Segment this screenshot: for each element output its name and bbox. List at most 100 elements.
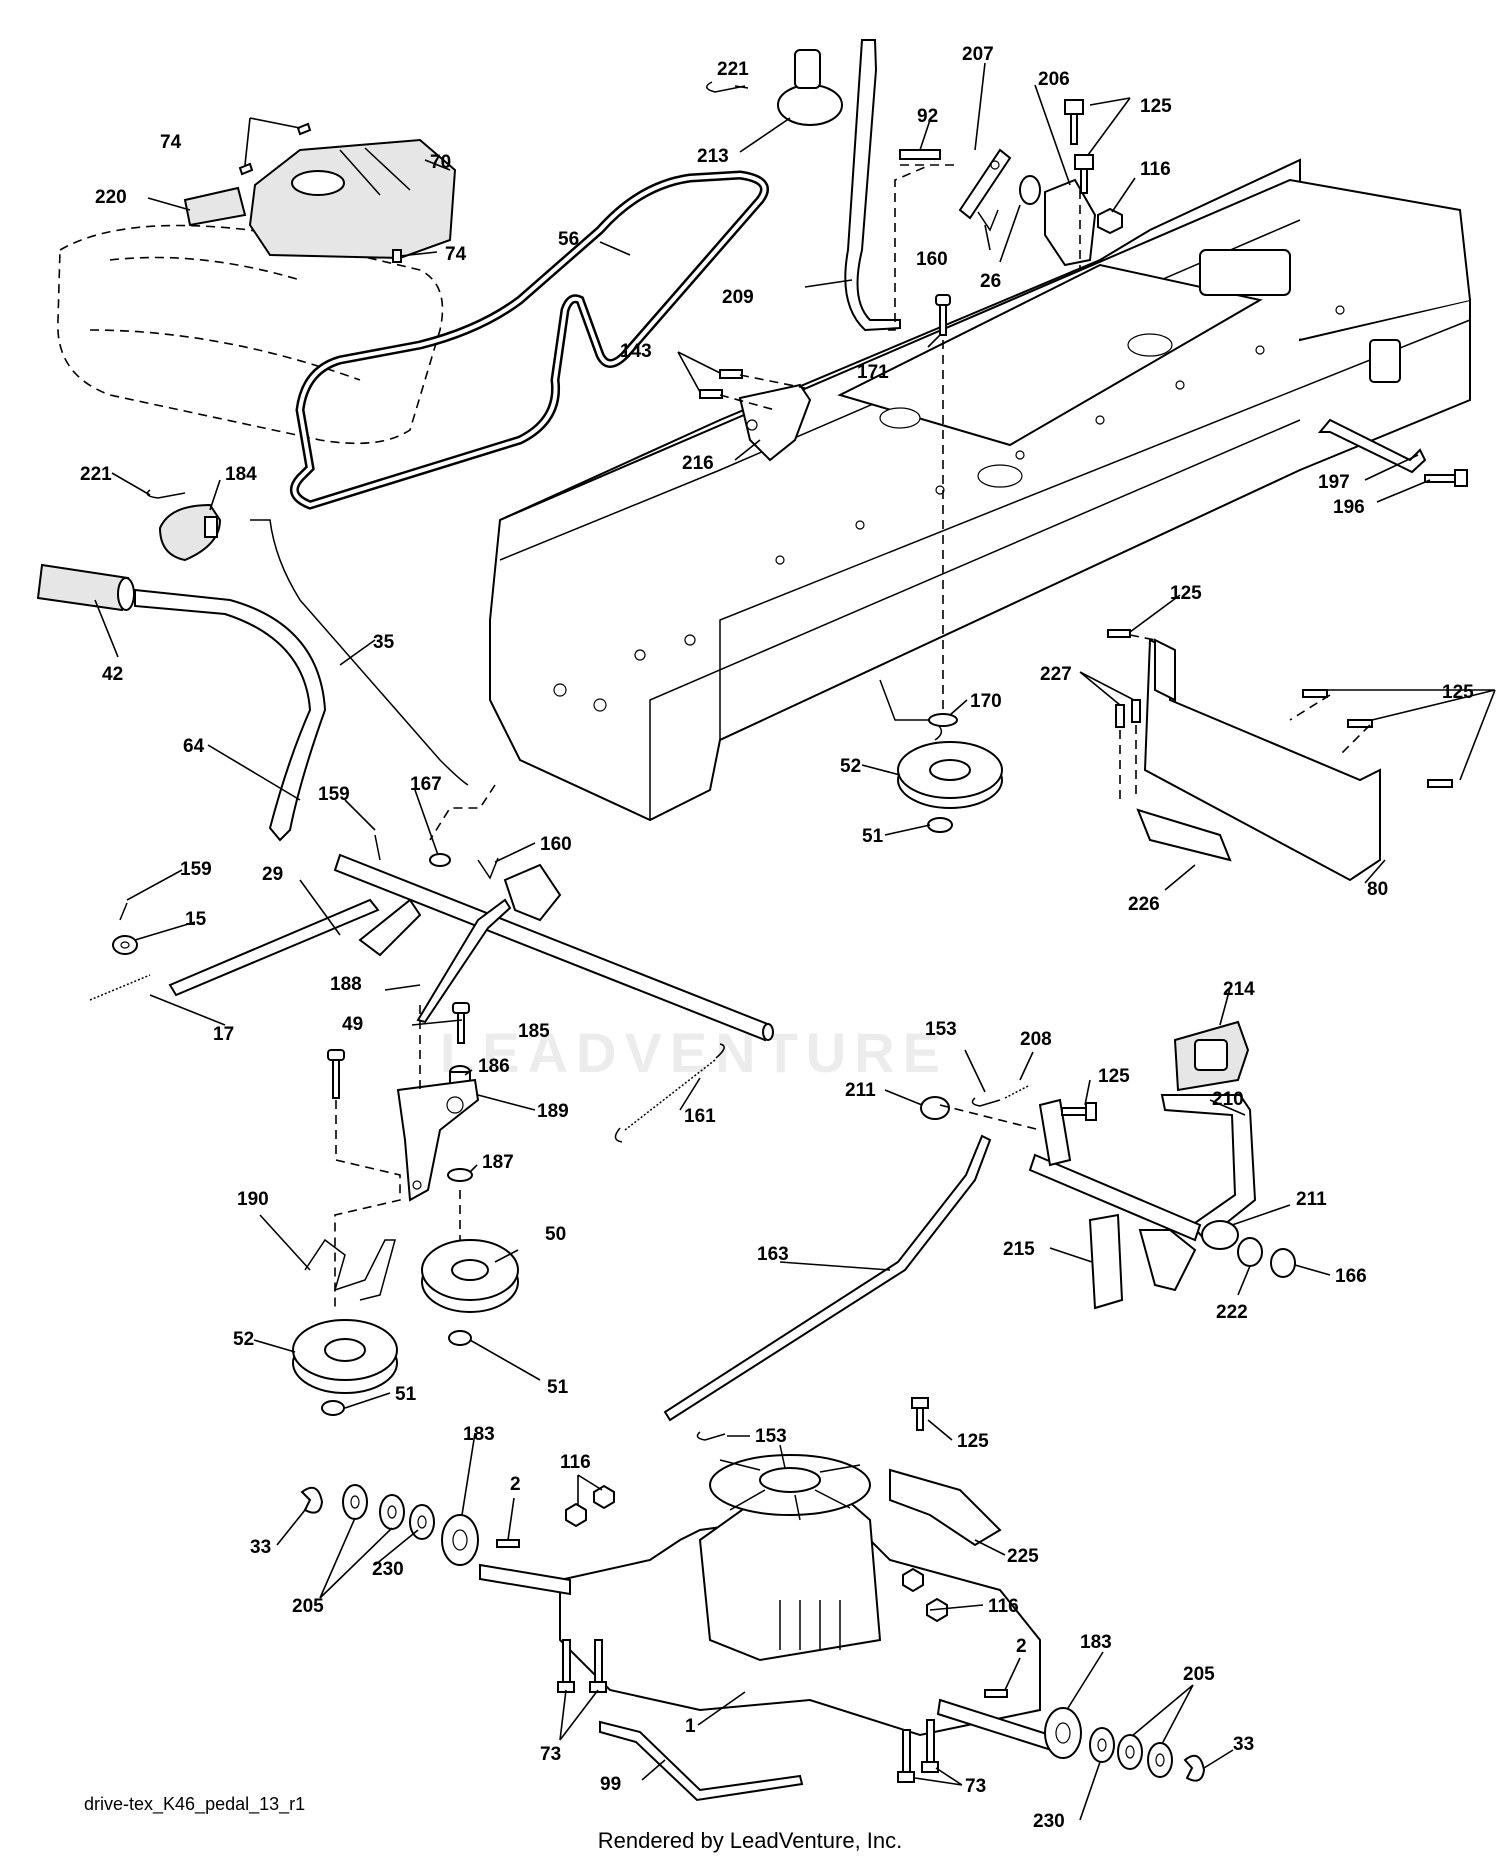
callout-214: 214 [1223, 979, 1255, 1000]
callout-159: 159 [180, 859, 212, 880]
nuts-116-left [565, 1484, 615, 1528]
callout-220: 220 [95, 187, 127, 208]
callout-33: 33 [1233, 1734, 1254, 1755]
callout-116: 116 [988, 1596, 1019, 1617]
main-frame [489, 158, 1471, 822]
nut-51-top [927, 817, 953, 833]
callout-92: 92 [917, 106, 938, 127]
idler-spring-170 [879, 679, 943, 741]
lift-rod-209 [844, 39, 901, 332]
bypass-rod-99 [599, 1720, 804, 1802]
bolts-125-shield [1107, 629, 1453, 788]
hairpin-153-lower [696, 1431, 726, 1441]
callout-197: 197 [1318, 472, 1350, 493]
seat-outline [57, 224, 444, 445]
callout-99: 99 [600, 1774, 621, 1795]
shift-lever-64 [134, 588, 327, 842]
callout-183: 183 [463, 1424, 495, 1445]
callout-167: 167 [410, 774, 442, 795]
callout-2: 2 [510, 1474, 521, 1495]
hairpin-153-top [971, 1097, 1001, 1107]
screws-143 [699, 369, 743, 399]
bracket-207 [958, 148, 1012, 220]
spring-17 [89, 974, 151, 1001]
callout-166: 166 [1335, 1266, 1367, 1287]
callout-226: 226 [1128, 894, 1160, 915]
callout-221: 221 [717, 59, 749, 80]
callout-33: 33 [250, 1537, 271, 1558]
callout-196: 196 [1333, 497, 1365, 518]
rod-29 [168, 898, 380, 997]
callout-73: 73 [965, 1776, 986, 1797]
callout-184: 184 [225, 464, 257, 485]
callout-64: 64 [183, 736, 205, 757]
callout-205: 205 [1183, 1664, 1215, 1685]
bolts-73-right [897, 1719, 939, 1783]
key-2-left [496, 1539, 520, 1548]
knob-213 [777, 49, 843, 126]
callout-125: 125 [1140, 96, 1172, 117]
callout-209: 209 [722, 287, 754, 308]
callout-171: 171 [857, 362, 889, 383]
callout-153: 153 [925, 1019, 957, 1040]
callout-70: 70 [430, 152, 451, 173]
callout-49: 49 [342, 1014, 363, 1035]
bracket-226 [1136, 808, 1232, 862]
callout-189: 189 [537, 1101, 569, 1122]
leadventure-watermark: LEADVENTURE [440, 1021, 949, 1084]
callout-51: 51 [547, 1377, 569, 1398]
bolt-125-transaxle [911, 1397, 929, 1431]
bearing-183-left [441, 1514, 479, 1566]
callout-125: 125 [1442, 682, 1474, 703]
cotter-160-shaft [477, 857, 499, 880]
bolt-125-pedal [1061, 1102, 1097, 1121]
washer-230-left [409, 1504, 435, 1540]
callout-125: 125 [1170, 583, 1202, 604]
callout-222: 222 [1216, 1302, 1248, 1323]
callout-80: 80 [1367, 879, 1388, 900]
spring-26 [1019, 175, 1041, 205]
callout-35: 35 [373, 632, 395, 653]
callout-51: 51 [862, 826, 884, 847]
callout-183: 183 [1080, 1632, 1112, 1653]
callout-163: 163 [757, 1244, 789, 1265]
callout-185: 185 [518, 1021, 550, 1042]
callout-160: 160 [540, 834, 572, 855]
callout-190: 190 [237, 1189, 269, 1210]
callout-17: 17 [213, 1024, 234, 1045]
bearing-183-right [1044, 1707, 1082, 1759]
callout-26: 26 [980, 271, 1001, 292]
hairpin-221-left [146, 489, 186, 499]
bolt-196 [1424, 469, 1468, 487]
callout-188: 188 [330, 974, 362, 995]
washer-187 [447, 1168, 473, 1182]
washer-15 [112, 935, 138, 955]
callout-186: 186 [478, 1056, 510, 1077]
callout-15: 15 [185, 909, 207, 930]
spring-208 [1004, 1084, 1031, 1099]
callout-227: 227 [1040, 664, 1072, 685]
washer-170 [928, 713, 958, 727]
spring-190 [304, 1238, 396, 1301]
bolt-185 [452, 1002, 470, 1044]
idler-arm-189 [396, 1078, 480, 1202]
callout-52: 52 [840, 756, 861, 777]
callout-207: 207 [962, 44, 994, 65]
ring-33-left [300, 1486, 324, 1514]
callout-153: 153 [755, 1426, 787, 1447]
callout-210: 210 [1212, 1089, 1244, 1110]
callout-221: 221 [80, 464, 112, 485]
washers-205-right [1117, 1734, 1173, 1778]
axle-left [479, 1563, 571, 1596]
callout-1: 1 [685, 1716, 696, 1737]
plate-206 [1044, 178, 1097, 267]
callout-50: 50 [545, 1224, 566, 1245]
callout-215: 215 [1003, 1239, 1035, 1260]
callout-230: 230 [1033, 1811, 1065, 1832]
callout-125: 125 [957, 1431, 989, 1452]
callout-116: 116 [1140, 159, 1171, 180]
callout-208: 208 [1020, 1029, 1052, 1050]
callout-211: 211 [845, 1080, 876, 1101]
clip-167 [429, 853, 451, 867]
